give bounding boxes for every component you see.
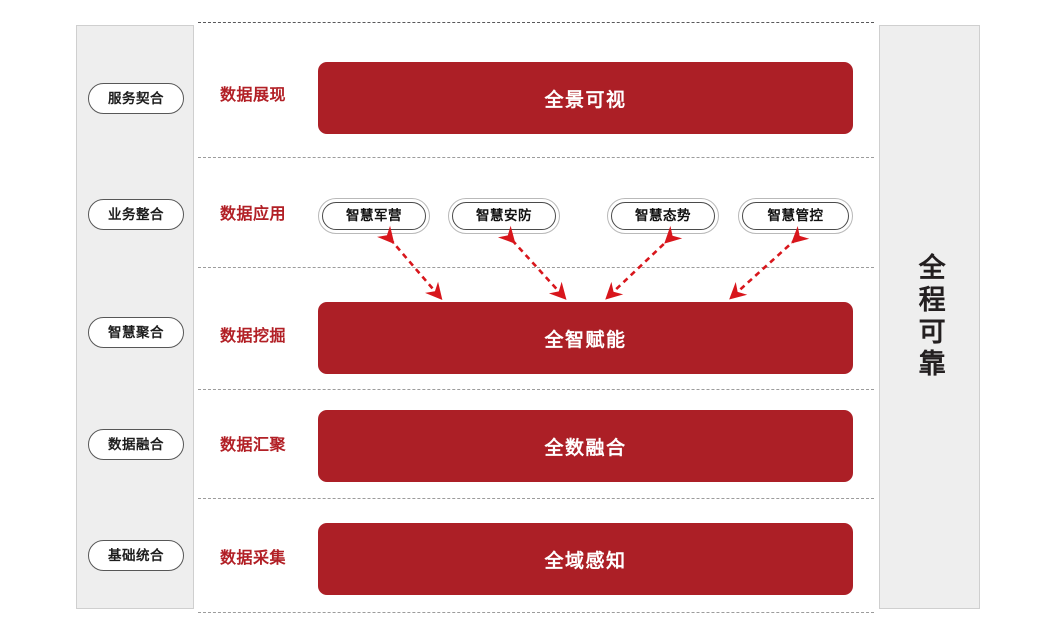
capability-bar-label: 全数融合 [544, 437, 627, 459]
stage-pill-jichutonghe[interactable]: 基础统合 [88, 540, 184, 571]
row-separator-1 [198, 157, 874, 158]
row-label-mining: 数据挖掘 [220, 328, 287, 345]
capability-bar-quanzhifuneng[interactable]: 全智赋能 [318, 302, 853, 374]
arrow-junying [377, 225, 443, 300]
stage-pill-yewuzhenghe[interactable]: 业务整合 [88, 199, 184, 230]
row-label-aggregation: 数据汇聚 [220, 437, 287, 454]
capability-bar-label: 全智赋能 [544, 329, 627, 351]
app-pill-zhihuianfang[interactable]: 智慧安防 [448, 198, 560, 234]
arrow-guankong [729, 225, 810, 300]
app-pill-inner: 智慧管控 [742, 202, 849, 230]
app-pill-label: 智慧军营 [346, 208, 402, 224]
app-pill-inner: 智慧安防 [452, 202, 556, 230]
row-separator-4 [198, 498, 874, 499]
stage-pill-label: 数据融合 [108, 436, 164, 452]
stage-pill-label: 服务契合 [108, 90, 164, 106]
arrow-taishi [605, 225, 683, 300]
stage-pill-label: 智慧聚合 [108, 324, 164, 340]
row-label-application: 数据应用 [220, 206, 287, 223]
app-pill-zhihuitaishi[interactable]: 智慧态势 [607, 198, 719, 234]
stage-pill-label: 业务整合 [108, 206, 164, 222]
app-pill-label: 智慧管控 [767, 208, 824, 224]
app-pill-zhihuiguankong[interactable]: 智慧管控 [738, 198, 853, 234]
app-pill-inner: 智慧军营 [322, 202, 426, 230]
app-pill-label: 智慧安防 [476, 208, 532, 224]
app-pill-inner: 智慧态势 [611, 202, 715, 230]
app-pill-zhihuijunying[interactable]: 智慧军营 [318, 198, 430, 234]
stage-pill-shujuronghe[interactable]: 数据融合 [88, 429, 184, 460]
stage-pill-fuwuqihe[interactable]: 服务契合 [88, 83, 184, 114]
app-pill-label: 智慧态势 [635, 208, 691, 224]
row-label-collection: 数据采集 [220, 550, 287, 567]
row-separator-bottom [198, 612, 874, 613]
arrow-anfang [497, 225, 567, 300]
row-separator-3 [198, 389, 874, 390]
capability-bar-label: 全景可视 [544, 89, 627, 111]
capability-bar-quanjingkeshi[interactable]: 全景可视 [318, 62, 853, 134]
capability-bar-quanyuganzhi[interactable]: 全域感知 [318, 523, 853, 595]
vertical-headline-text: 全程可靠 [914, 253, 945, 381]
row-separator-2 [198, 267, 874, 268]
stage-pill-zhihuijuhe[interactable]: 智慧聚合 [88, 317, 184, 348]
stage-pill-label: 基础统合 [108, 547, 164, 563]
capability-bar-quanshuronghe[interactable]: 全数融合 [318, 410, 853, 482]
capability-bar-label: 全域感知 [544, 550, 627, 572]
vertical-headline: 全程可靠 [880, 26, 979, 608]
left-stage-panel: 服务契合 业务整合 智慧聚合 数据融合 基础统合 [76, 25, 194, 609]
right-reliability-panel: 全程可靠 [879, 25, 980, 609]
row-separator-top [198, 22, 874, 23]
row-label-presentation: 数据展现 [220, 87, 287, 104]
